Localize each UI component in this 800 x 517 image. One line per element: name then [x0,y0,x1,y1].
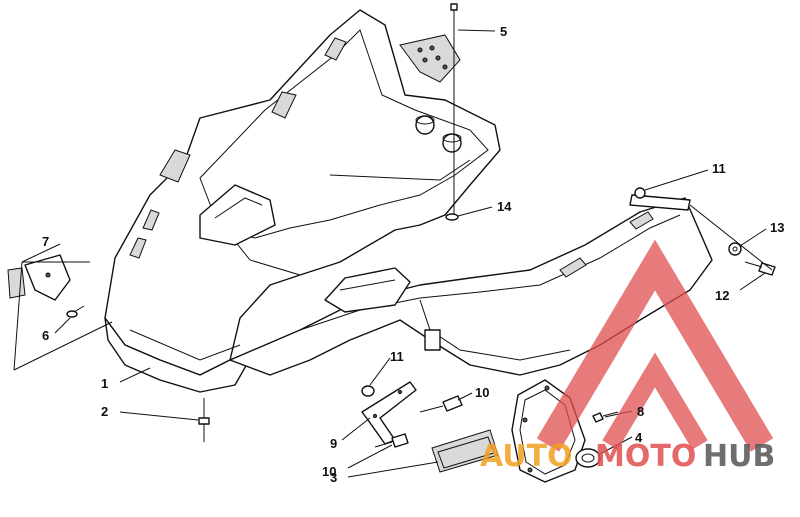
bracket-9-assembly [361,381,463,448]
watermark-triangle-logo [536,239,774,452]
screw-6 [66,305,85,318]
fastener-2 [198,398,210,442]
callout-14: 14 [497,199,512,214]
callout-11b: 11 [390,349,404,364]
callout-4: 4 [635,430,643,445]
callout-2: 2 [101,404,108,419]
screw-8 [592,411,619,423]
callout-8: 8 [637,404,644,419]
washer-14 [445,213,459,221]
callout-9: 9 [330,436,337,451]
callout-7: 7 [42,234,49,249]
rail-hardware-right [629,187,776,276]
left-bracket-7 [7,254,113,371]
callout-10a: 10 [475,385,489,400]
reflector-3 [431,429,499,473]
front-body-panel [104,9,501,393]
watermark-hub: HUB [703,439,775,474]
watermark-auto: AUTO [480,439,573,474]
callout-3: 3 [330,470,337,485]
callout-10b: 10 [322,464,336,479]
callout-12: 12 [715,288,729,303]
callout-6: 6 [42,328,49,343]
callout-11a: 11 [712,161,726,176]
watermark-wordmark: AUTO MOTO HUB [480,439,775,474]
screw-5 [450,3,458,215]
watermark-moto: MOTO [595,439,696,474]
callout-13: 13 [770,220,784,235]
callout-1: 1 [101,376,108,391]
callout-labels: 1 2 3 4 5 6 7 8 9 10 10 11 11 12 13 14 [42,24,784,485]
callout-5: 5 [500,24,507,39]
top-bracket-plate [399,34,461,83]
side-footwell-panel [229,197,713,376]
